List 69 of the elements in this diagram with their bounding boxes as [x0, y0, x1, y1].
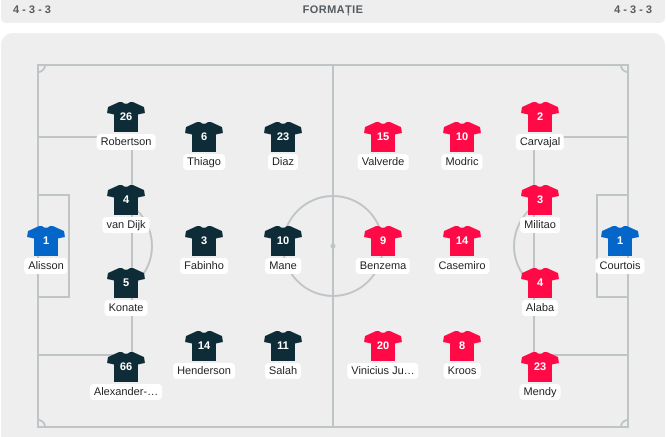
player-name-label: Henderson: [173, 363, 235, 379]
jersey: [264, 122, 302, 152]
jersey-number: 3: [536, 193, 544, 207]
jersey: [521, 268, 559, 298]
player-name-label: Militao: [520, 217, 560, 233]
player-name-label: Thiago: [183, 154, 225, 170]
player-name-label: Courtois: [596, 258, 644, 274]
jersey: [521, 352, 559, 382]
player-name-label: Diaz: [268, 154, 298, 170]
jersey: [264, 331, 302, 361]
jersey: [521, 102, 559, 132]
player-name-label: Carvajal: [516, 134, 564, 150]
jersey: [107, 102, 145, 132]
jersey-number: 3: [200, 234, 208, 248]
jersey: [107, 352, 145, 382]
player-name-label: van Dijk: [102, 217, 150, 233]
section-title: FORMAȚIE: [302, 3, 364, 18]
jersey-number: 20: [376, 339, 390, 353]
jersey: [443, 226, 481, 256]
player-name-label: Konate: [104, 300, 148, 316]
player-name-label: Mendy: [519, 384, 561, 400]
jersey: [185, 331, 223, 361]
jersey: [185, 226, 223, 256]
jersey-number: 14: [454, 234, 470, 248]
player-name-label: Alaba: [522, 300, 558, 316]
jersey: [185, 122, 223, 152]
player-name-label: Vinicius Ju…: [347, 363, 419, 379]
formation-text: 4 - 3 - 3: [614, 3, 652, 18]
formation-text: 4 - 3 - 3: [13, 3, 51, 18]
jersey-number: 26: [118, 110, 134, 124]
player-name-label: Kroos: [444, 363, 480, 379]
jersey: [364, 226, 402, 256]
player-name-label: Modric: [442, 154, 482, 170]
player-name-label: Valverde: [358, 154, 408, 170]
jersey-number: 4: [122, 193, 130, 207]
jersey: [107, 268, 145, 298]
jersey-number: 5: [122, 276, 130, 290]
player-name-label: Robertson: [96, 134, 156, 150]
jersey-number: 10: [454, 130, 470, 144]
jersey: [264, 226, 302, 256]
jersey: [364, 122, 402, 152]
player-name-label: Alisson: [24, 258, 68, 274]
jersey: [443, 122, 481, 152]
player-name-label: Mane: [265, 258, 301, 274]
jersey-number: 23: [276, 130, 290, 144]
jersey: [443, 331, 481, 361]
jersey: [601, 226, 639, 256]
jersey-number: 10: [276, 234, 290, 248]
jersey-number: 23: [532, 360, 548, 374]
jersey: [107, 185, 145, 215]
player-name-label: Alexander-…: [90, 384, 162, 400]
jersey: [364, 331, 402, 361]
jersey-number: 1: [616, 234, 624, 248]
jersey-number: 66: [118, 360, 134, 374]
jersey: [27, 226, 65, 256]
jersey-number: 15: [376, 130, 390, 144]
jersey-number: 2: [536, 110, 544, 124]
player-name-label: Fabinho: [180, 258, 228, 274]
jersey-number: 1: [42, 234, 50, 248]
player-name-label: Casemiro: [434, 258, 490, 274]
jersey-number: 4: [536, 276, 544, 290]
player-name-label: Benzema: [356, 258, 410, 274]
jersey-number: 14: [196, 339, 212, 353]
jersey-number: 8: [458, 339, 466, 353]
jersey-number: 9: [378, 234, 388, 248]
jersey-number: 6: [200, 130, 208, 144]
player-name-label: Salah: [264, 363, 302, 379]
jersey: [521, 185, 559, 215]
jersey-number: 11: [276, 339, 290, 353]
